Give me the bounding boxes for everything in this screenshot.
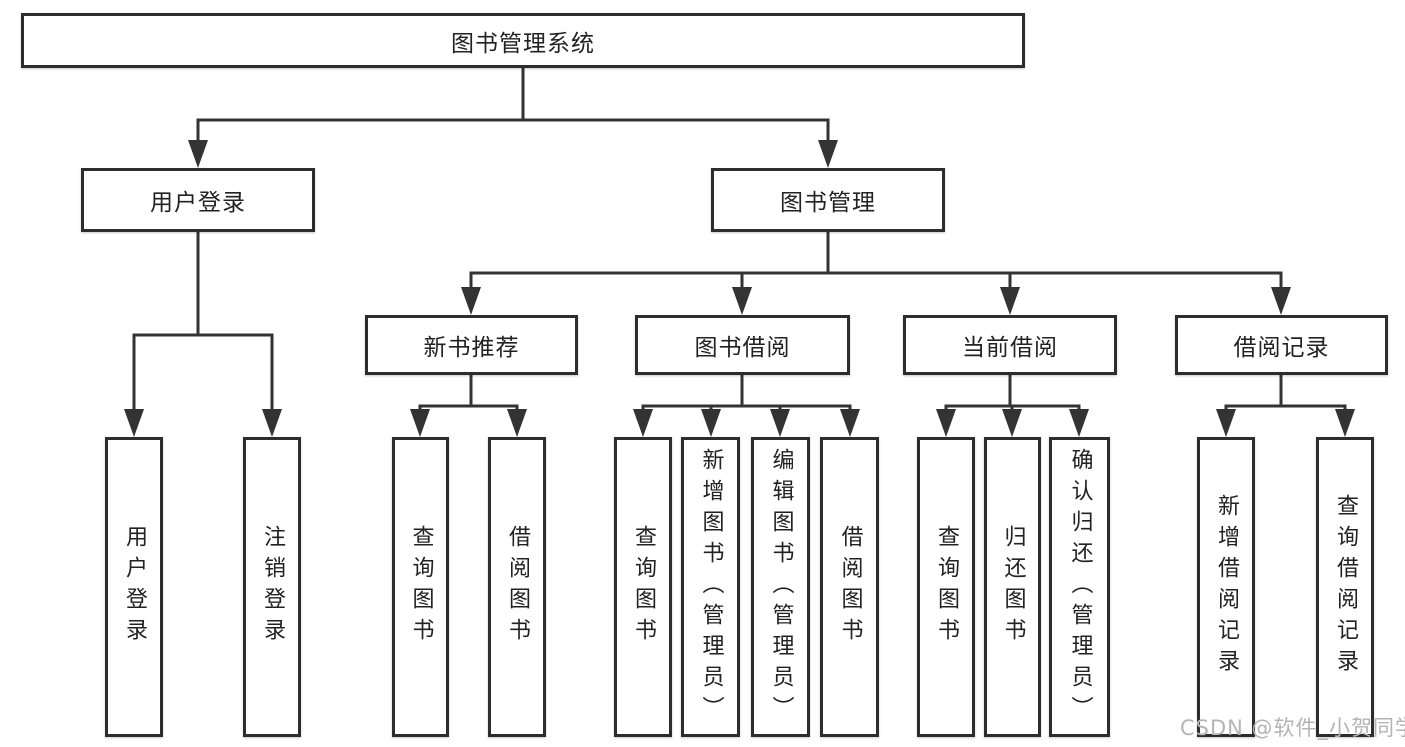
leaf-cb-confirm-return-label: 确认归还（管理员） [1067,447,1093,727]
node-book-management-label: 图书管理 [780,190,876,216]
leaf-user-login-label: 用户登录 [122,525,147,649]
leaf-bb-edit-books-label: 编辑图书（管理员） [768,447,794,727]
leaf-br-add-record: 新增借阅记录 [1197,437,1255,737]
node-user-login-group-label: 用户登录 [150,190,246,216]
node-book-management: 图书管理 [711,168,945,232]
leaf-nb-query-books-label: 查询图书 [408,525,434,649]
node-current-borrow-label: 当前借阅 [962,335,1058,361]
leaf-logout: 注销登录 [243,437,301,737]
node-user-login-group: 用户登录 [81,168,315,232]
leaf-logout-label: 注销登录 [260,525,285,649]
leaf-nb-query-books: 查询图书 [392,437,449,737]
node-book-borrow: 图书借阅 [635,315,850,375]
leaf-cb-return-books-label: 归还图书 [1000,525,1026,649]
node-borrow-records-label: 借阅记录 [1233,335,1330,361]
leaf-cb-query-books-label: 查询图书 [934,525,959,649]
node-current-borrow: 当前借阅 [903,315,1117,375]
leaf-cb-confirm-return: 确认归还（管理员） [1049,437,1110,737]
node-root: 图书管理系统 [21,13,1025,68]
node-new-book-recommend: 新书推荐 [365,315,578,375]
leaf-cb-query-books: 查询图书 [917,437,975,737]
leaf-bb-add-books-label: 新增图书（管理员） [698,447,724,727]
leaf-user-login: 用户登录 [105,437,163,737]
leaf-bb-query-books-label: 查询图书 [631,525,656,649]
leaf-br-query-record: 查询借阅记录 [1316,437,1374,737]
csdn-watermark: CSDN @软件_小贺同学 [1180,716,1405,740]
node-book-borrow-label: 图书借阅 [694,335,791,361]
leaf-bb-borrow-books-label: 借阅图书 [837,525,863,649]
leaf-bb-query-books: 查询图书 [614,437,672,737]
leaf-bb-borrow-books: 借阅图书 [820,437,879,737]
node-new-book-recommend-label: 新书推荐 [423,335,520,361]
node-borrow-records: 借阅记录 [1175,315,1388,375]
leaf-br-add-record-label: 新增借阅记录 [1214,494,1239,680]
leaf-br-query-record-label: 查询借阅记录 [1333,494,1358,680]
leaf-cb-return-books: 归还图书 [984,437,1041,737]
leaf-bb-add-books: 新增图书（管理员） [681,437,740,737]
leaf-nb-borrow-books-label: 借阅图书 [505,525,530,649]
node-root-label: 图书管理系统 [451,30,595,57]
leaf-bb-edit-books: 编辑图书（管理员） [751,437,810,737]
leaf-nb-borrow-books: 借阅图书 [488,437,546,737]
